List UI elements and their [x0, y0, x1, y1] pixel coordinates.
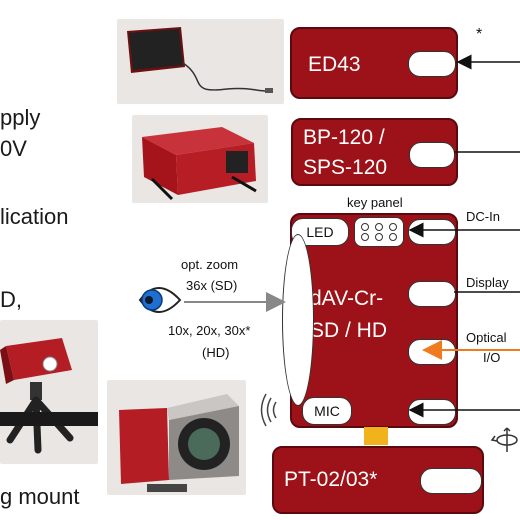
bp120-port — [409, 142, 455, 168]
asterisk-note: * — [476, 26, 483, 43]
sound-waves-icon — [260, 393, 277, 427]
dav-cr-label-2: SD / HD — [310, 319, 388, 342]
display-label: Display — [466, 275, 509, 290]
led-label: LED — [306, 224, 334, 240]
pt-head-photo — [107, 380, 246, 495]
dc-in-label: DC-In — [466, 209, 500, 224]
left-text-5: g mount — [0, 484, 80, 509]
key-panel — [354, 217, 404, 247]
bp120-label-1: BP-120 / — [303, 126, 385, 149]
pt-label: PT-02/03* — [284, 468, 378, 491]
left-text-2: 0V — [0, 136, 27, 161]
left-text-4: D, — [0, 287, 22, 312]
dav-cr-label-1: dAV-Cr- — [310, 287, 384, 310]
pt-device: PT-02/03* — [272, 446, 484, 514]
ed43-label: ED43 — [308, 53, 361, 76]
bp120-device: BP-120 / SPS-120 — [291, 118, 458, 186]
mic-label: MIC — [314, 403, 340, 419]
connector-block — [364, 427, 388, 445]
zoom-label-4: (HD) — [202, 345, 230, 360]
left-text-3: lication — [0, 204, 69, 229]
pan-tilt-rotation-icon — [490, 427, 518, 452]
ed43-device: ED43 — [290, 27, 458, 99]
optical-label-2: I/O — [483, 350, 501, 365]
key-panel-icon — [361, 223, 397, 241]
display-port — [408, 281, 456, 307]
ed43-photo — [117, 19, 284, 104]
lens-shape — [282, 234, 314, 406]
zoom-label-3: 10x, 20x, 30x* — [168, 323, 251, 338]
mic-port: MIC — [302, 397, 352, 425]
optical-label-1: Optical — [466, 330, 507, 345]
camera-tripod-photo — [0, 320, 98, 464]
bp120-photo — [132, 115, 268, 203]
zoom-label-2: 36x (SD) — [186, 278, 238, 293]
pt-port — [420, 468, 482, 494]
ed43-port — [408, 51, 456, 77]
bp120-label-2: SPS-120 — [303, 156, 388, 179]
left-text-1: pply — [0, 105, 41, 130]
zoom-label-1: opt. zoom — [181, 257, 239, 272]
key-panel-label: key panel — [347, 195, 403, 210]
eye-icon — [138, 287, 182, 313]
